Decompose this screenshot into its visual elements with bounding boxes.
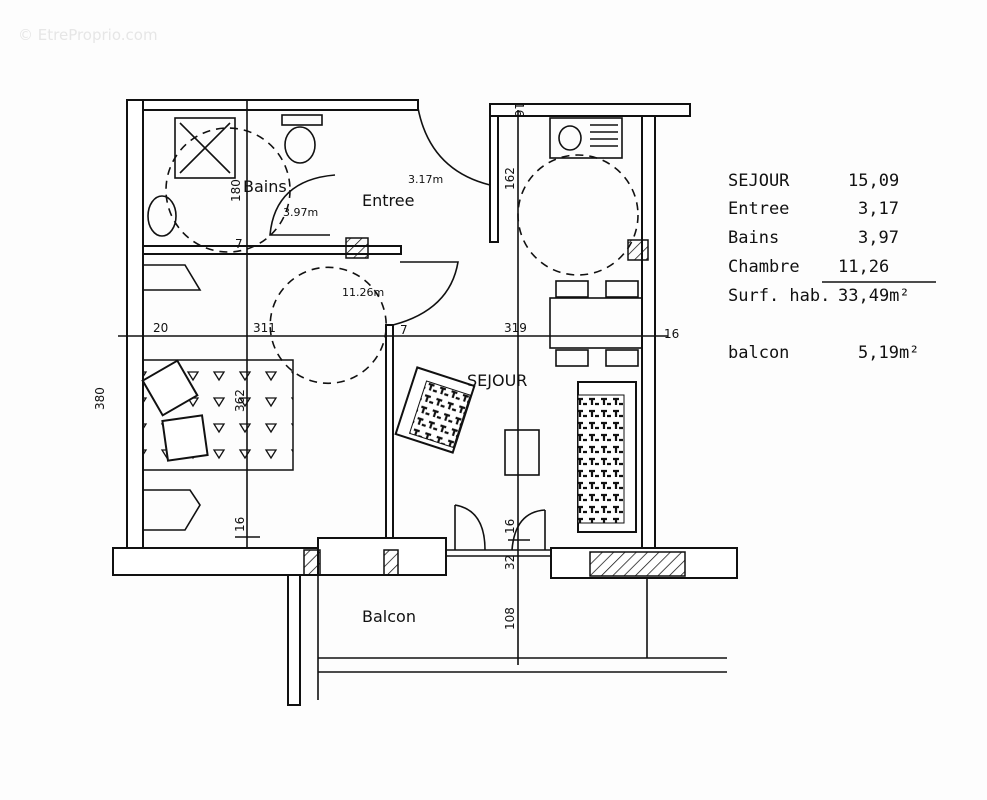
dim-chambre-bottom: 16 (233, 517, 247, 532)
room-label-balcon: Balcon (362, 607, 416, 626)
dim-kitchen: 162 (503, 167, 517, 190)
kitchen-sink-icon (549, 117, 623, 159)
dimension-lines (118, 100, 668, 665)
surface-total-label: Surf. hab. (728, 286, 830, 306)
surface-table: SEJOUR 15,09 Entree 3,17 Bains 3,97 Cham… (728, 171, 936, 363)
fixtures (141, 114, 643, 533)
dim-sejour-width: 319 (504, 321, 527, 335)
washbasin-icon (147, 195, 177, 237)
dim-sejour-depth: 380 (93, 387, 107, 410)
dim-bath: 180 (229, 179, 243, 202)
surface-value: 3,17 (858, 199, 899, 219)
dim-partition: 7 (400, 323, 408, 337)
dim-balcon-depth: 108 (503, 607, 517, 630)
area-label-chambre: 11.26m (342, 286, 384, 299)
room-label-bains: Bains (243, 177, 287, 196)
surface-label: Entree (728, 199, 789, 219)
surface-label: SEJOUR (728, 171, 790, 191)
surface-value: 11,26 (838, 257, 889, 277)
dining-table-icon (549, 297, 643, 349)
watermark: © EtreProprio.com (18, 26, 158, 44)
area-label-bains: 3.97m (283, 206, 318, 219)
area-label-entree: 3.17m (408, 173, 443, 186)
dim-sejour-bottom: 16 (503, 519, 517, 534)
room-label-entree: Entree (362, 191, 414, 210)
shower-icon (174, 117, 236, 179)
dim-bath-gap: 7 (235, 237, 243, 251)
room-label-sejour: SEJOUR (467, 371, 527, 390)
balcony (287, 574, 727, 706)
surface-value: 15,09 (848, 171, 899, 191)
dim-facade: 32 (503, 555, 517, 570)
surface-total-value: 33,49m² (838, 286, 910, 306)
dim-chambre-depth: 362 (233, 389, 247, 412)
balcon-value: 5,19m² (858, 343, 919, 363)
armchair-icon (394, 366, 476, 454)
dim-right-wall: 16 (664, 327, 679, 341)
balcon-label: balcon (728, 343, 789, 363)
surface-label: Chambre (728, 257, 800, 277)
toilet-icon (284, 126, 316, 164)
dim-left-wall: 20 (153, 321, 168, 335)
dim-top-entry: 16 (512, 102, 526, 117)
walls (112, 99, 738, 579)
dim-chambre-width: 311 (253, 321, 276, 335)
surface-value: 3,97 (858, 228, 899, 248)
coffee-table-icon (504, 429, 540, 476)
surface-label: Bains (728, 228, 779, 248)
